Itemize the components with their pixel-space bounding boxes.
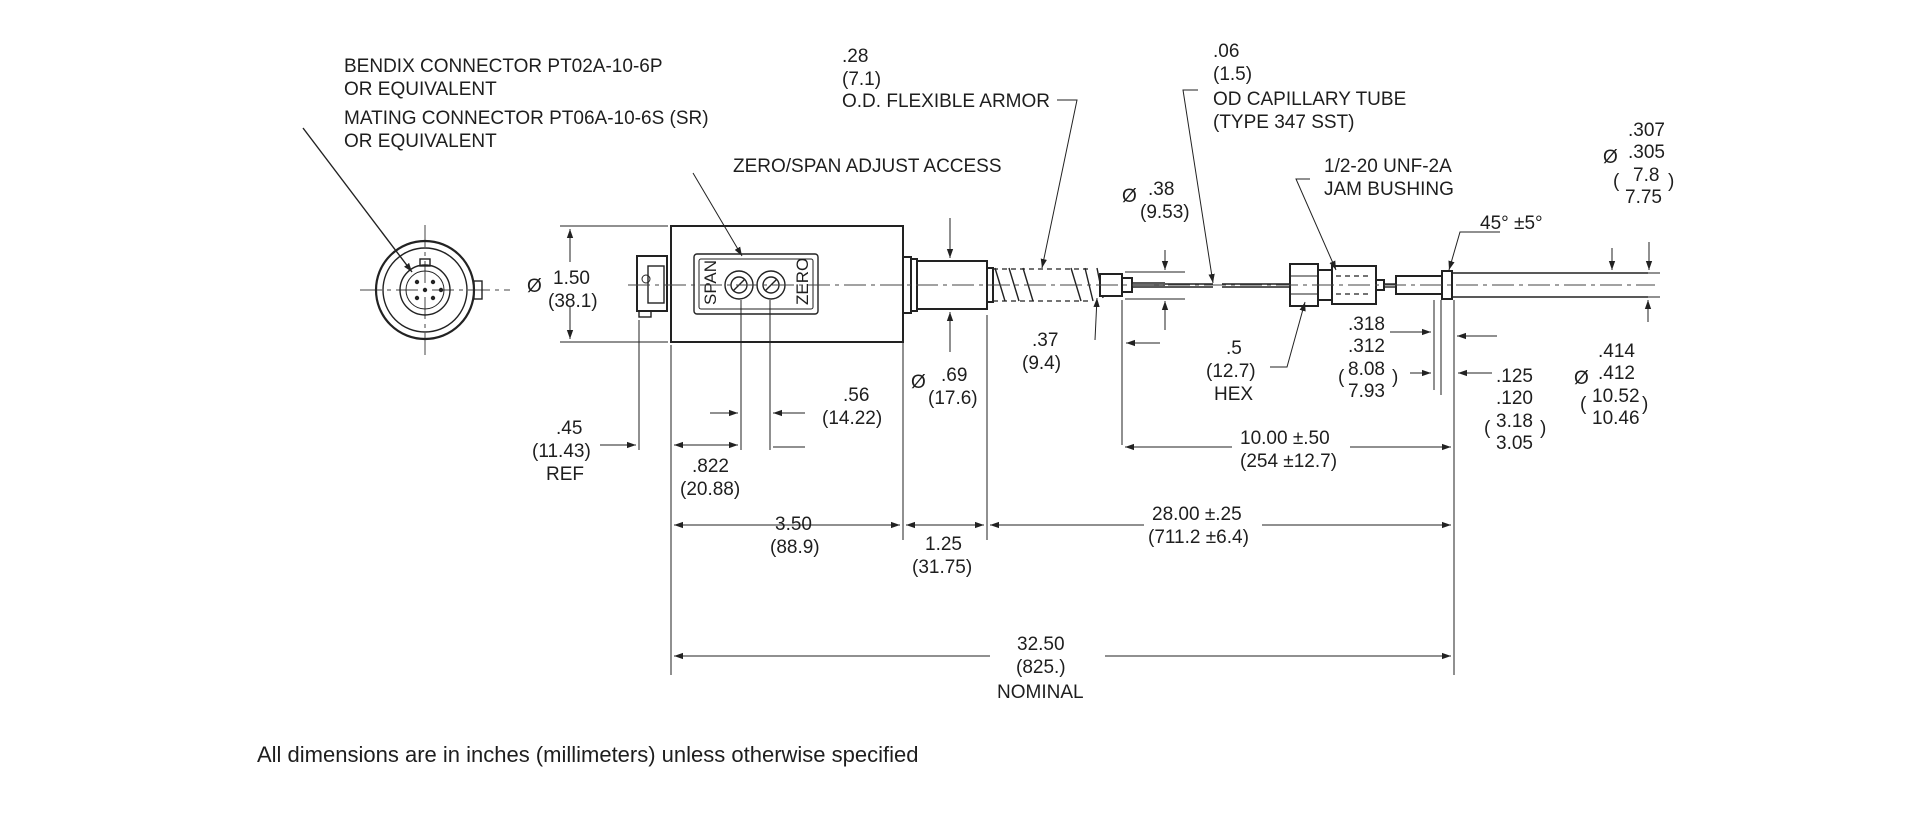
tip-od-sym: Ø: [1603, 147, 1618, 168]
dim28-mm: (711.2 ±6.4): [1148, 527, 1249, 548]
hex-in: .5: [1226, 338, 1242, 359]
dim350-mm: (88.9): [770, 537, 820, 558]
dim822-in: .822: [692, 456, 729, 477]
dim56-in: .56: [843, 385, 869, 406]
dim318-in2: .312: [1348, 336, 1385, 357]
dim125-mm1: 3.18: [1496, 411, 1533, 432]
armor-leader: [1040, 99, 1078, 269]
adjust-access-label: ZERO/SPAN ADJUST ACCESS: [733, 156, 1002, 177]
dim28-in: 28.00 ±.25: [1152, 504, 1242, 525]
dim414-close: ): [1642, 394, 1648, 415]
hex-mm: (12.7): [1206, 361, 1256, 382]
dim10-in: 10.00 ±.50: [1240, 428, 1330, 449]
dim-total-in: 32.50: [1017, 634, 1065, 655]
dia38-sym: Ø: [1122, 186, 1137, 207]
armor-desc: O.D. FLEXIBLE ARMOR: [842, 91, 1050, 112]
tip-od-in2: .305: [1628, 142, 1665, 163]
dim125b-mm: (31.75): [912, 557, 972, 578]
dim56-mm: (14.22): [822, 408, 882, 429]
dim125-open: (: [1484, 418, 1491, 439]
dim318-mm1: 8.08: [1348, 359, 1385, 380]
dim414-in1: .414: [1598, 341, 1635, 362]
neck-dia-sym: Ø: [911, 372, 926, 393]
bushing-leader: [1295, 178, 1337, 271]
dim822-mm: (20.88): [680, 479, 740, 500]
span-label: SPAN: [701, 260, 720, 305]
connector-note-line2: OR EQUIVALENT: [344, 79, 497, 100]
dim318-close: ): [1392, 367, 1398, 388]
armor-in: .28: [842, 46, 868, 67]
dim37-mm: (9.4): [1022, 353, 1061, 374]
bushing-line1: 1/2-20 UNF-2A: [1324, 156, 1452, 177]
dim10-mm: (254 ±12.7): [1240, 451, 1337, 472]
transmitter-body: SPAN ZERO: [636, 225, 994, 343]
dimensions: [560, 218, 1660, 675]
neck-dia-in: .69: [941, 365, 967, 386]
dim-total-desc: NOMINAL: [997, 682, 1084, 703]
dim125b-in: 1.25: [925, 534, 962, 555]
capillary-desc2: (TYPE 347 SST): [1213, 112, 1355, 133]
armor-mm: (7.1): [842, 69, 881, 90]
connector-note-line3: MATING CONNECTOR PT06A-10-6S (SR): [344, 108, 709, 129]
connector-end-view: [360, 225, 510, 360]
connector-pins: [414, 279, 444, 301]
dim414-sym: Ø: [1574, 368, 1589, 389]
connector-note-line1: BENDIX CONNECTOR PT02A-10-6P: [344, 56, 663, 77]
zero-span-leader: [692, 172, 743, 257]
dim318-open: (: [1338, 367, 1345, 388]
dim125-close: ): [1540, 418, 1546, 439]
dim45-ref: REF: [546, 464, 584, 485]
dim125-in1: .125: [1496, 366, 1533, 387]
tip-od-mm2: 7.75: [1625, 187, 1662, 208]
dim-total-mm: (825.): [1016, 657, 1066, 678]
capillary-desc1: OD CAPILLARY TUBE: [1213, 89, 1406, 110]
dim350-in: 3.50: [775, 514, 812, 535]
dia38-mm: (9.53): [1140, 202, 1190, 223]
tip-od-close: ): [1668, 171, 1674, 192]
dim45-mm: (11.43): [532, 441, 591, 462]
dim318-in1: .318: [1348, 314, 1385, 335]
body-dia-mm: (38.1): [548, 291, 598, 312]
dim125-mm2: 3.05: [1496, 433, 1533, 454]
dim45-in: .45: [556, 418, 582, 439]
body-dia-in: 1.50: [553, 268, 590, 289]
body-dia-sym: Ø: [527, 276, 542, 297]
capillary-mm: (1.5): [1213, 64, 1252, 85]
tip-od-in1: .307: [1628, 120, 1665, 141]
connector-leader: [302, 127, 413, 273]
neck-dia-mm: (17.6): [928, 388, 978, 409]
capillary-leader: [1182, 89, 1215, 284]
zero-label: ZERO: [793, 258, 812, 305]
capillary-tube: [1165, 283, 1290, 288]
hex-leader: [1270, 301, 1306, 368]
leaders: [692, 89, 1337, 368]
tip-od-open: (: [1613, 171, 1620, 192]
dim37-in: .37: [1032, 330, 1058, 351]
dim414-mm1: 10.52: [1592, 386, 1640, 407]
capillary-in: .06: [1213, 41, 1239, 62]
connector-note-line4: OR EQUIVALENT: [344, 131, 497, 152]
dim318-mm2: 7.93: [1348, 381, 1385, 402]
dim125-in2: .120: [1496, 388, 1533, 409]
hex-desc: HEX: [1214, 384, 1253, 405]
tip-od-mm1: 7.8: [1633, 165, 1659, 186]
dia38-in: .38: [1148, 179, 1174, 200]
dim414-mm2: 10.46: [1592, 408, 1640, 429]
labels: BENDIX CONNECTOR PT02A-10-6P OR EQUIVALE…: [257, 41, 1674, 767]
dim414-open: (: [1580, 394, 1587, 415]
dim414-in2: .412: [1598, 363, 1635, 384]
bushing-line2: JAM BUSHING: [1324, 179, 1454, 200]
chamfer-label: 45° ±5°: [1480, 213, 1543, 234]
footnote: All dimensions are in inches (millimeter…: [257, 742, 918, 767]
